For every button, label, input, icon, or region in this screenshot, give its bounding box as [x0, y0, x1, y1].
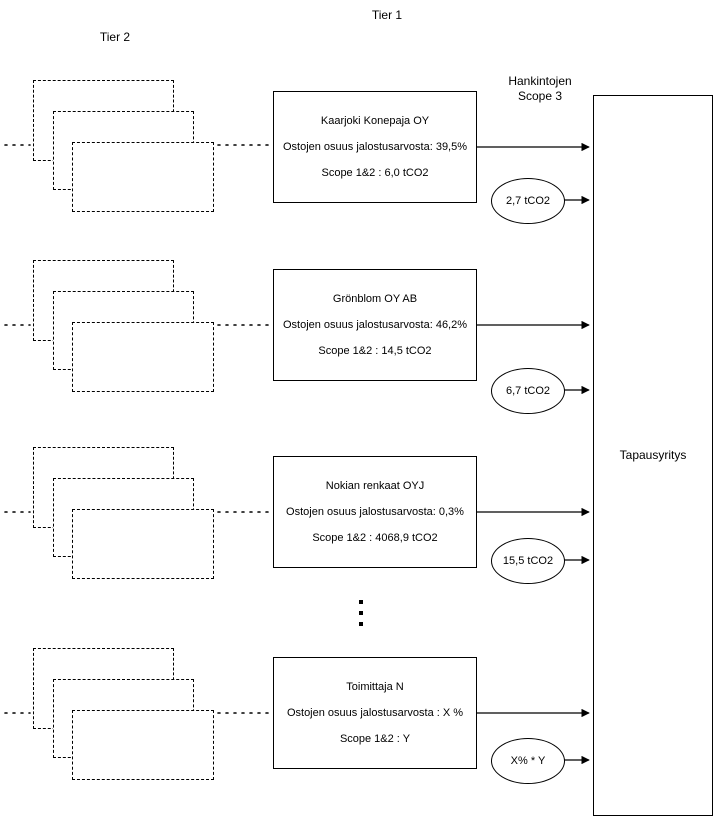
supplier-purchase-share: Ostojen osuus jalostusarvosta : X %	[286, 707, 464, 719]
supplier-box[interactable]: Toimittaja N Ostojen osuus jalostusarvos…	[273, 657, 477, 769]
scope3-label: Hankintojen Scope 3	[508, 74, 572, 103]
supplier-purchase-share: Ostojen osuus jalostusarvosta: 46,2%	[282, 319, 468, 331]
supplier-box[interactable]: Grönblom OY AB Ostojen osuus jalostusarv…	[273, 269, 477, 381]
supplier-purchase-share: Ostojen osuus jalostusarvosta: 39,5%	[282, 141, 468, 153]
supplier-scope12: Scope 1&2 : 6,0 tCO2	[321, 167, 429, 179]
emission-value: 15,5 tCO2	[502, 555, 554, 567]
supplier-box[interactable]: Kaarjoki Konepaja OY Ostojen osuus jalos…	[273, 91, 477, 203]
tier2-box-front[interactable]	[72, 322, 214, 392]
emission-ellipse[interactable]: 2,7 tCO2	[491, 178, 565, 224]
case-company-box[interactable]	[593, 95, 713, 816]
emission-value: 2,7 tCO2	[505, 195, 551, 207]
tier2-box-front[interactable]	[72, 509, 214, 579]
emission-value: 6,7 tCO2	[505, 385, 551, 397]
vertical-ellipsis-icon	[355, 600, 367, 626]
supplier-name: Grönblom OY AB	[332, 293, 418, 305]
supplier-box[interactable]: Nokian renkaat OYJ Ostojen osuus jalostu…	[273, 456, 477, 568]
tier1-label: Tier 1	[371, 8, 403, 22]
tier2-box-front[interactable]	[72, 142, 214, 212]
supplier-scope12: Scope 1&2 : 14,5 tCO2	[318, 345, 432, 357]
tier2-label: Tier 2	[99, 30, 131, 44]
supplier-scope12: Scope 1&2 : 4068,9 tCO2	[312, 532, 438, 544]
supplier-purchase-share: Ostojen osuus jalostusarvosta: 0,3%	[286, 506, 464, 518]
emission-ellipse[interactable]: X% * Y	[491, 738, 565, 784]
emission-ellipse[interactable]: 15,5 tCO2	[491, 538, 565, 584]
supplier-name: Nokian renkaat OYJ	[325, 480, 425, 492]
supplier-name: Toimittaja N	[346, 681, 404, 693]
tier2-box-front[interactable]	[72, 710, 214, 780]
emission-ellipse[interactable]: 6,7 tCO2	[491, 368, 565, 414]
supplier-scope12: Scope 1&2 : Y	[339, 733, 411, 745]
emission-value: X% * Y	[510, 755, 546, 767]
case-company-label: Tapausyritys	[619, 448, 687, 462]
supplier-name: Kaarjoki Konepaja OY	[320, 115, 430, 127]
